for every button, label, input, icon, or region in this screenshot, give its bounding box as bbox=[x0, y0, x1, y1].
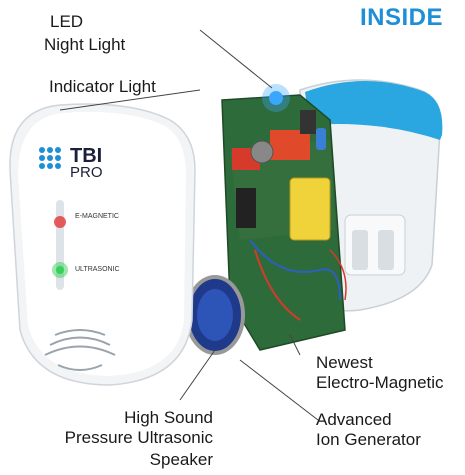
newest-label-line2: Electro-Magnetic bbox=[316, 373, 444, 392]
indicator-label: Indicator Light bbox=[49, 77, 156, 96]
led-label-line1: LED bbox=[50, 12, 84, 31]
advanced-label-line2: Ion Generator bbox=[316, 430, 421, 449]
front-housing bbox=[9, 103, 196, 386]
brand-tbi: TBI bbox=[70, 145, 103, 167]
circuit-board bbox=[221, 94, 347, 351]
ultrasonic-label: ULTRASONIC bbox=[75, 266, 120, 273]
led-label-line2: Night Light bbox=[44, 35, 126, 54]
newest-label-line1: Newest bbox=[316, 353, 373, 372]
emag-label: E-MAGNETIC bbox=[75, 213, 119, 220]
brand-pro: PRO bbox=[70, 164, 103, 181]
speaker-label-line2: Pressure Ultrasonic bbox=[64, 428, 213, 447]
inside-heading: INSIDE bbox=[359, 4, 443, 31]
speaker-label-line1: High Sound bbox=[124, 408, 213, 427]
advanced-label-line1: Advanced bbox=[316, 410, 392, 429]
led-night-light bbox=[262, 84, 290, 112]
callout-lines bbox=[59, 29, 319, 421]
speaker-label-line3: Speaker bbox=[149, 450, 213, 469]
ultrasonic-speaker bbox=[185, 275, 245, 355]
